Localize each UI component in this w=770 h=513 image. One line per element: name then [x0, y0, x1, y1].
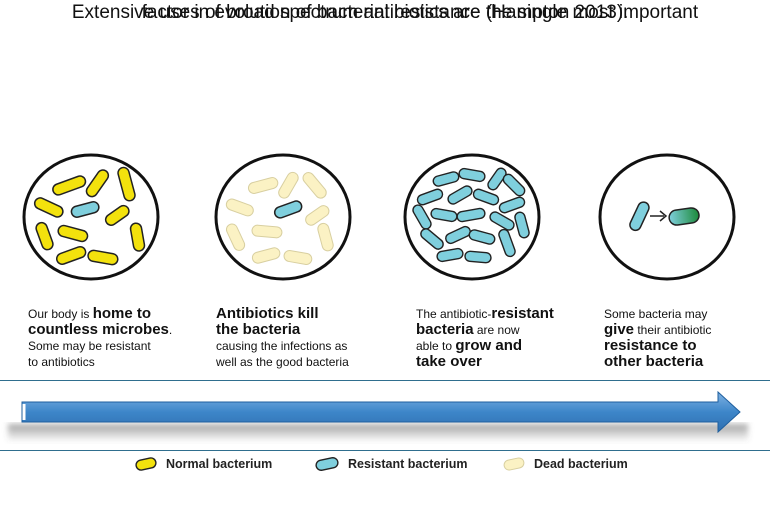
normal-bacterium-icon [104, 204, 130, 226]
resistant-bacterium-icon [315, 457, 339, 471]
recipient-bacterium-icon [668, 207, 700, 226]
resistant-bacterium-icon [436, 247, 464, 263]
normal-bacterium-icon [52, 175, 87, 196]
resistant-bacterium-icon [502, 173, 526, 197]
legend-label: Normal bacterium [166, 457, 273, 471]
dead-bacterium-icon [302, 172, 327, 199]
legend-item-resistant: Resistant bacterium [314, 452, 467, 476]
resistant-bacterium-icon [416, 188, 444, 206]
dead-bacterium-icon [305, 205, 330, 226]
resistant-bacterium-icon [456, 207, 486, 223]
resistant-bacterium-icon [498, 196, 526, 214]
dead-bacterium-icon [251, 224, 283, 239]
panel-2-circle [214, 153, 352, 281]
normal-bacterium-icon [33, 197, 64, 218]
caption-panel-3: The antibiotic-resistant bacteria are no… [416, 305, 554, 370]
normal-bacterium-icon [57, 224, 89, 243]
normal-bacterium-icon [87, 249, 119, 266]
normal-bacterium-icon [135, 457, 157, 471]
resistant-bacterium-icon [447, 185, 473, 205]
caption-panel-2: Antibiotics kill the bacteria causing th… [216, 305, 349, 370]
panel-3-circle [403, 153, 541, 281]
resistant-bacterium-icon [412, 204, 432, 230]
dead-bacterium-icon [247, 177, 279, 194]
resistant-bacterium-icon [420, 228, 444, 250]
normal-bacterium-icon [129, 222, 146, 252]
resistant-bacterium-icon [458, 167, 486, 183]
dead-bacterium-icon [503, 457, 525, 471]
legend-item-normal: Normal bacterium [134, 452, 272, 476]
resistant-bacterium-icon [464, 250, 492, 264]
legend-label: Dead bacterium [534, 457, 628, 471]
dead-bacterium-icon [225, 198, 254, 217]
dead-bacterium-icon [251, 247, 281, 264]
timeline-bottom-line [0, 450, 770, 451]
dead-bacterium-icon [225, 223, 246, 251]
panel-1-circle [22, 153, 160, 281]
resistant-bacterium-icon [472, 188, 500, 206]
timeline-top-line [0, 380, 770, 381]
resistant-bacterium-icon [629, 201, 650, 232]
resistant-bacterium-icon [489, 211, 515, 231]
dead-bacterium-icon [278, 171, 299, 199]
legend-item-dead: Dead bacterium [502, 452, 628, 476]
dead-bacterium-icon [317, 222, 334, 252]
resistant-bacterium-icon [514, 211, 530, 239]
title-line-2: factor in evolution of bacterial resista… [141, 2, 629, 23]
dead-bacterium-icon [283, 250, 313, 265]
resistant-bacterium-icon [498, 228, 516, 258]
normal-bacterium-icon [117, 166, 136, 202]
legend-label: Resistant bacterium [348, 457, 468, 471]
normal-bacterium-icon [35, 221, 54, 251]
resistant-bacterium-icon [445, 225, 471, 245]
normal-bacterium-icon [55, 245, 87, 265]
panel-4-circle [598, 153, 736, 281]
resistant-bacterium-icon [432, 171, 460, 187]
arrow-right-icon [650, 210, 668, 222]
resistant-bacterium-icon [273, 200, 303, 219]
caption-panel-1: Our body is home to countless microbes. … [28, 305, 173, 370]
normal-bacterium-icon [85, 169, 110, 198]
title-line-1: Extensive uses of broad spectrum antibio… [71, 2, 699, 23]
resistant-bacterium-icon [487, 167, 507, 191]
resistant-bacterium-icon [70, 201, 100, 218]
caption-panel-4: Some bacteria may give their antibiotic … [604, 307, 712, 370]
resistant-bacterium-icon [468, 229, 496, 245]
timeline-arrow [8, 390, 748, 442]
